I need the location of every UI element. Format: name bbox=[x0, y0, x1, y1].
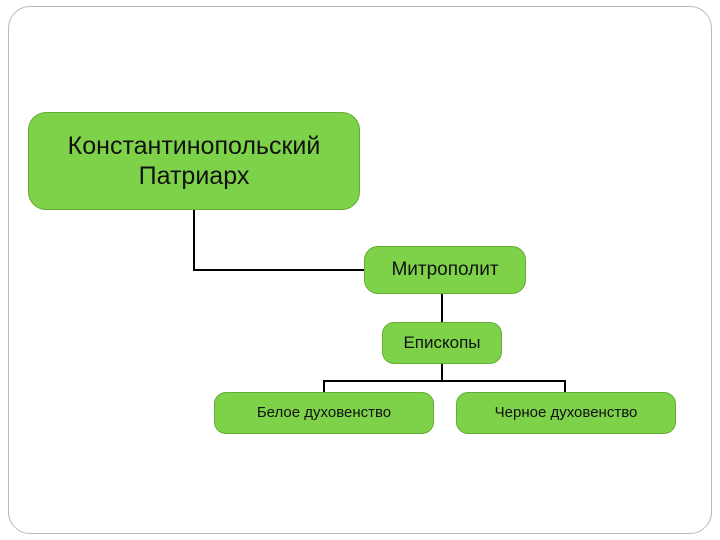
connector-metropolitan-bishops bbox=[441, 294, 443, 322]
node-white-clergy[interactable]: Белое духовенство bbox=[214, 392, 434, 434]
node-metropolitan[interactable]: Митрополит bbox=[364, 246, 526, 294]
connector-black-clergy-drop bbox=[564, 380, 566, 393]
connector-bishops-stem bbox=[441, 364, 443, 381]
connector-patriarch-horizontal bbox=[193, 269, 365, 271]
connector-white-clergy-drop bbox=[323, 380, 325, 393]
connector-clergy-bar bbox=[323, 380, 566, 382]
node-black-clergy[interactable]: Черное духовенство bbox=[456, 392, 676, 434]
node-bishops[interactable]: Епископы bbox=[382, 322, 502, 364]
connector-patriarch-vertical bbox=[193, 210, 195, 270]
node-patriarch[interactable]: Константинопольский Патриарх bbox=[28, 112, 360, 210]
